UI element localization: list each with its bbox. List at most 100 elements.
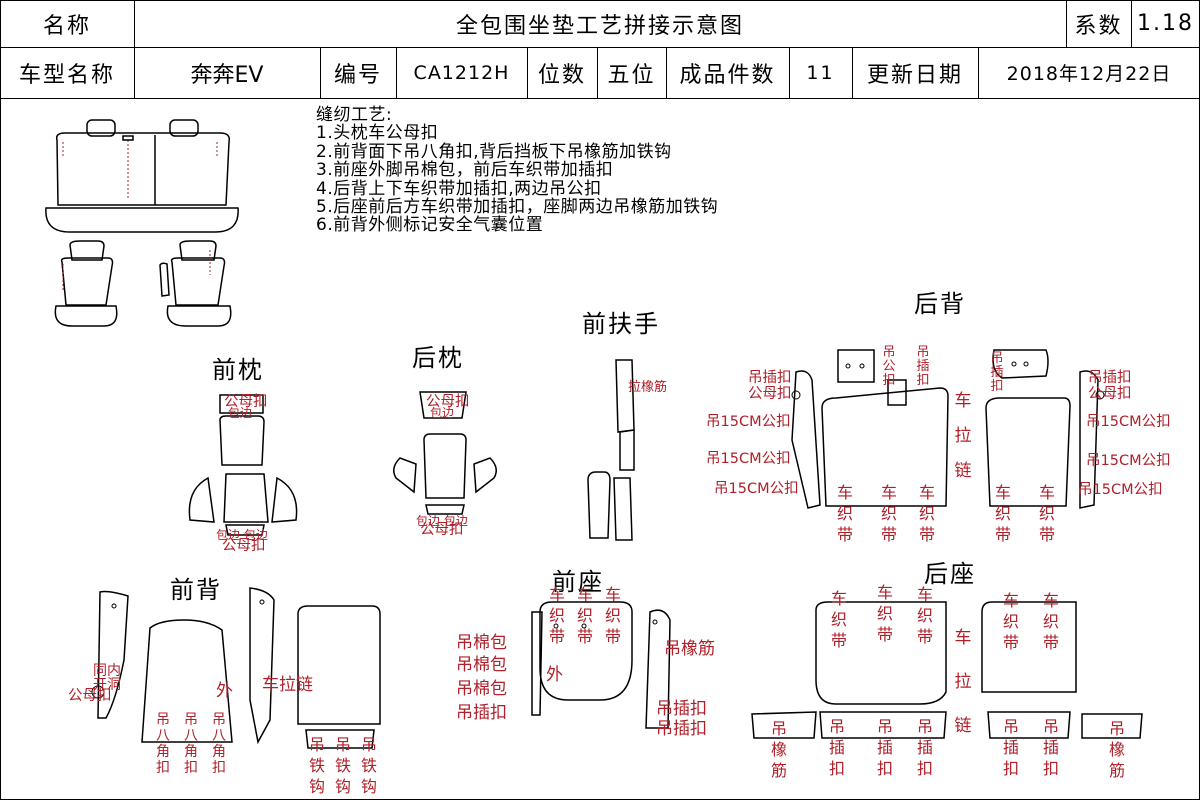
title-front-armrest: 前扶手 [582, 310, 660, 338]
rear-seat-pieces [751, 601, 1143, 739]
thumb-front-back [60, 257, 114, 306]
grid-line [852, 47, 853, 98]
label-edge-wrap: 包边 [430, 406, 455, 420]
label-edge-wrap: 包边 [228, 406, 253, 420]
thumb-rear-back [55, 132, 231, 206]
code-label: 编号 [333, 62, 382, 88]
label-sew-strap: 车织带 [880, 483, 897, 544]
label-edge-wrap-pair: 包边 包边 [216, 528, 268, 542]
note-item: 6.前背外侧标记安全气囊位置 [316, 215, 544, 236]
label-sew-strap: 车织带 [994, 483, 1011, 544]
label-hang-cotton-bag: 吊棉包 [456, 633, 507, 653]
grid-line [978, 47, 979, 98]
label-sew-zipper: 车拉链 [954, 391, 972, 481]
label-hang-buckle: 吊插扣 [828, 717, 845, 778]
note-item: 3.前座外脚吊棉包，前后车织带加插扣 [316, 160, 614, 181]
label-sew-strap: 车织带 [1042, 591, 1059, 652]
label-hang-buckle: 吊插扣 [656, 699, 707, 719]
label-sew-strap: 车织带 [604, 585, 621, 646]
thumb-seam-marks [62, 140, 218, 290]
label-sew-strap: 车织带 [836, 483, 853, 544]
label-male-female-buckle: 公母扣 [426, 394, 470, 410]
grid-line [396, 47, 397, 98]
label-hang-iron-hook: 吊铁钩 [308, 735, 325, 796]
date-value: 2018年12月22日 [1006, 63, 1172, 85]
label-hang-elastic: 吊橡筋 [1108, 719, 1125, 780]
thumb-rear-cushion [45, 207, 239, 233]
seat-thumbnails [45, 119, 239, 327]
label-hang-iron-hook: 吊铁钩 [334, 735, 351, 796]
label-hang-elastic: 吊橡筋 [770, 719, 787, 780]
note-item: 2.前背面下吊八角扣,背后挡板下吊橡筋加铁钩 [316, 141, 672, 162]
note-item: 4.后背上下车织带加插扣,两边吊公扣 [316, 178, 602, 199]
label-sew-strap: 车织带 [916, 585, 933, 646]
thumb-front-cushion [166, 305, 232, 327]
thumb-side [159, 262, 170, 297]
label-hang-15cm: 吊15CM公扣 [706, 414, 791, 430]
seats-value: 五位 [607, 62, 656, 88]
pieces-label: 成品件数 [679, 62, 776, 88]
thumb-buckle [122, 135, 134, 141]
label-hang-buckle: 吊插扣 [876, 717, 893, 778]
thumb-headrest [169, 119, 199, 137]
label-hang-buckle: 吊插扣 [656, 719, 707, 739]
coef-value: 1.18 [1137, 11, 1194, 36]
label-sew-strap: 车织带 [830, 589, 847, 650]
label-hang-buckle: 吊插扣 [1002, 717, 1019, 778]
title-front-back: 前背 [170, 576, 222, 604]
grid-line [666, 47, 667, 98]
label-hang-15cm: 吊15CM公扣 [1078, 482, 1163, 498]
title-front-headrest: 前枕 [212, 356, 264, 384]
label-sew-strap: 车织带 [918, 483, 935, 544]
grid-line [1066, 0, 1067, 47]
coef-label: 系数 [1074, 13, 1123, 39]
thumb-front-headrest [179, 240, 217, 261]
label-hang-buckle: 吊插扣 [1042, 717, 1059, 778]
label-sew-strap: 车织带 [548, 585, 565, 646]
model-value: 奔奔EV [190, 62, 264, 88]
label-hang-buckle-male-female: 吊插扣 公母扣 [1088, 370, 1132, 402]
header-divider [0, 47, 1200, 48]
label-hang-insert: 吊插扣 [990, 351, 1004, 394]
label-hang-octagon: 吊八角扣 [212, 712, 226, 776]
label-hang-elastic: 吊橡筋 [664, 639, 715, 659]
label-hang-buckle: 吊插扣 [916, 717, 933, 778]
thumb-headrest [86, 119, 116, 137]
label-sew-strap: 车织带 [1002, 591, 1019, 652]
label-hang-octagon: 吊八角扣 [184, 712, 198, 776]
label-hang-octagon: 吊八角扣 [156, 712, 170, 776]
title-rear-headrest: 后枕 [412, 344, 464, 372]
label-male-female-buckle: 公母扣 [68, 688, 112, 704]
grid-line [789, 47, 790, 98]
label-hang-15cm: 吊15CM公扣 [706, 451, 791, 467]
label-outer: 外 [216, 681, 233, 701]
label-hang-15cm: 吊15CM公扣 [714, 481, 799, 497]
pieces-value: 11 [806, 61, 835, 84]
date-label: 更新日期 [866, 62, 963, 88]
label-edge-wrap-pair: 包边 包边 [416, 514, 468, 528]
label-male-female-buckle: 公母扣 [222, 538, 266, 554]
label-sew-zipper: 车拉链 [954, 628, 972, 736]
buckle-markers [91, 361, 1105, 699]
front-seat-pieces [531, 601, 671, 729]
thumb-front-headrest [69, 240, 105, 261]
model-label: 车型名称 [18, 62, 115, 88]
grid-line [597, 47, 598, 98]
grid-line [320, 47, 321, 98]
label-sew-strap: 车织带 [576, 585, 593, 646]
rear-headrest-pieces [393, 391, 497, 515]
diagram-title: 全包围坐垫工艺拼接示意图 [455, 13, 744, 39]
grid-line [1131, 0, 1132, 47]
label-zipper-armrest: 拉橡筋 [628, 380, 668, 395]
label-hang-cotton-bag: 吊棉包 [456, 655, 507, 675]
name-label: 名称 [42, 13, 91, 39]
title-front-seat: 前座 [552, 568, 604, 596]
note-item: 1.头枕车公母扣 [316, 123, 439, 144]
rear-back-pieces [791, 349, 1099, 509]
label-male-female-buckle: 公母扣 [224, 394, 268, 410]
title-rear-back: 后背 [914, 290, 966, 318]
label-sew-strap: 车织带 [1038, 483, 1055, 544]
grid-line [134, 0, 135, 98]
front-back-pieces [97, 587, 381, 749]
